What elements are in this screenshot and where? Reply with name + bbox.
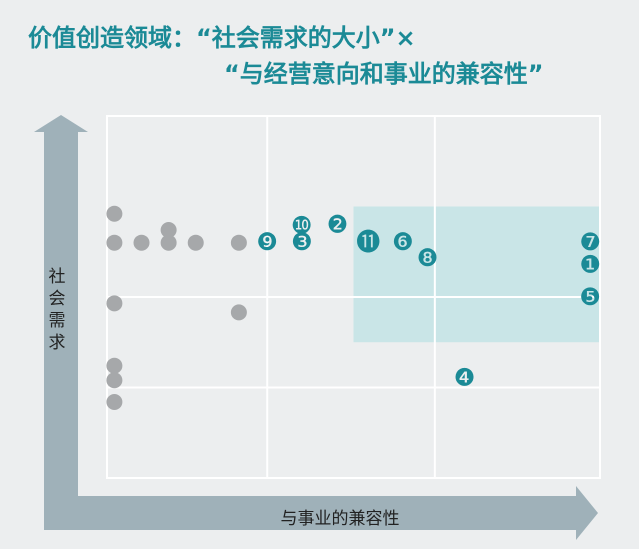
chart-title-line1: 价值创造领域：“社会需求的大小”× xyxy=(28,24,416,52)
numbered-point: ❹ xyxy=(454,364,476,392)
gray-point xyxy=(230,304,247,321)
numbered-point: ⓫ xyxy=(356,228,380,256)
highlight-region xyxy=(353,206,600,343)
chart-title-line2: “与经营意向和事业的兼容性” xyxy=(224,60,544,88)
numbered-point: ❿ xyxy=(291,212,313,240)
numbered-point: ❾ xyxy=(256,228,278,256)
numbered-point: ❻ xyxy=(392,228,414,256)
numbered-point: ❸ xyxy=(291,228,313,256)
gray-point xyxy=(160,222,177,239)
gray-point xyxy=(230,234,247,251)
gray-point xyxy=(106,205,123,222)
x-axis-arrow xyxy=(44,486,598,540)
x-axis-label: 与事业的兼容性 xyxy=(280,509,400,529)
numbered-point: ❷ xyxy=(327,211,349,239)
chart-title: 价值创造领域：“社会需求的大小”× “与经营意向和事业的兼容性” xyxy=(28,20,628,92)
gray-point xyxy=(160,234,177,251)
gray-point xyxy=(106,393,123,410)
numbered-point: ❼ xyxy=(579,228,601,256)
y-axis-label: 社会需求 xyxy=(48,267,66,353)
numbered-point: ❺ xyxy=(579,283,601,311)
gray-point xyxy=(106,372,123,389)
numbered-point: ❶ xyxy=(579,250,601,278)
gray-point xyxy=(187,234,204,251)
y-axis-arrow xyxy=(34,115,88,530)
numbered-point: ❽ xyxy=(417,244,439,272)
gray-point xyxy=(133,234,150,251)
gray-point xyxy=(106,357,123,374)
gray-point xyxy=(106,295,123,312)
gray-point xyxy=(106,234,123,251)
